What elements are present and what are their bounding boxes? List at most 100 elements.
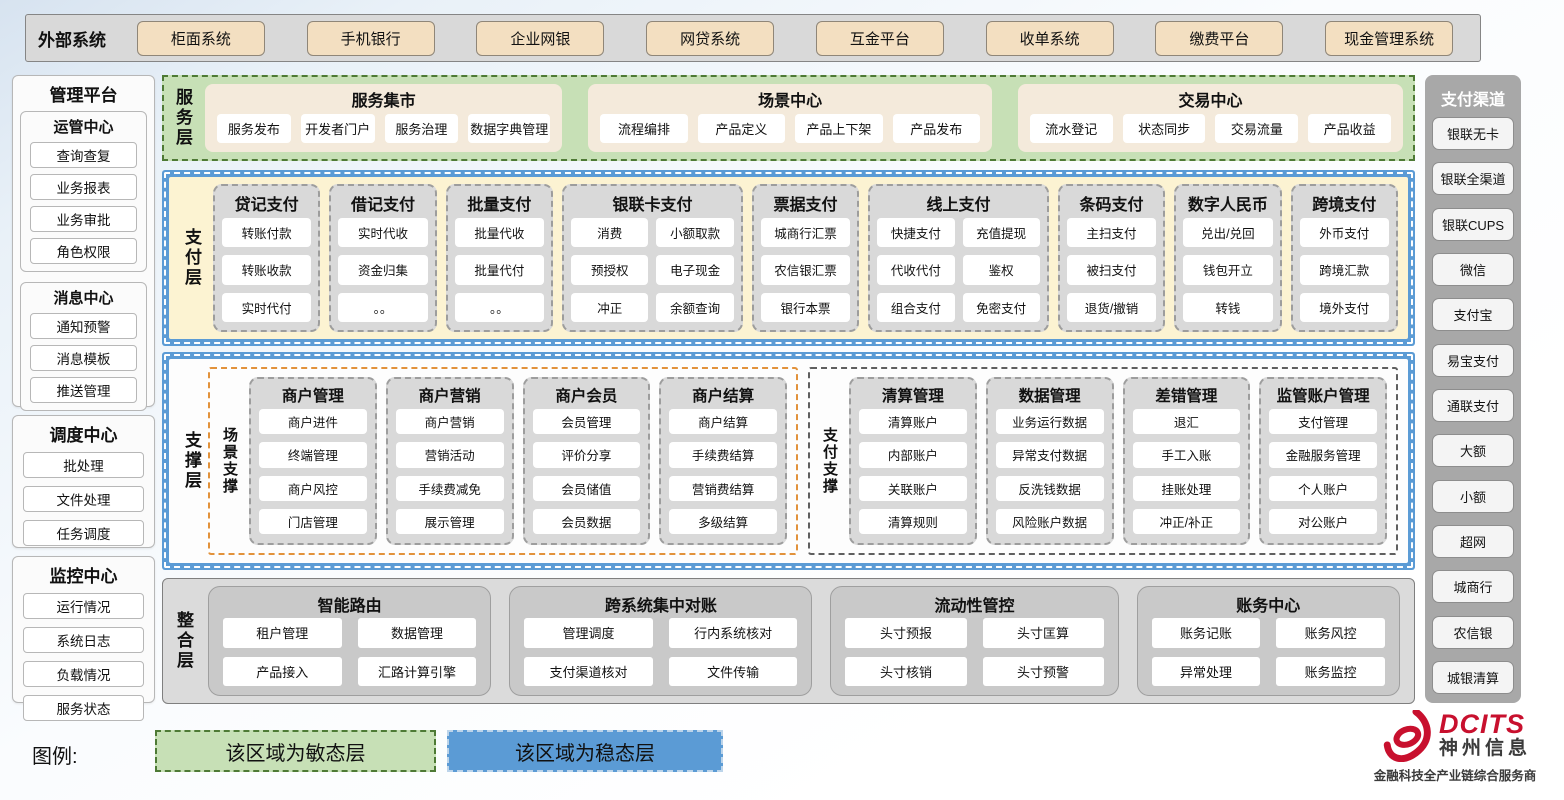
payment-channel-node: 支付宝 bbox=[1432, 298, 1514, 331]
support-item-node: 冲正/补正 bbox=[1133, 509, 1241, 534]
support-item-node: 业务运行数据 bbox=[996, 409, 1104, 434]
service-layer: 服务层 服务集市服务发布开发者门户服务治理数据字典管理场景中心流程编排产品定义产… bbox=[162, 75, 1415, 161]
payment-item-node: 城商行汇票 bbox=[761, 218, 850, 247]
payment-item-node: 转钱 bbox=[1183, 293, 1272, 322]
payment-channel-node: 易宝支付 bbox=[1432, 344, 1514, 377]
support-item-node: 个人账户 bbox=[1269, 476, 1377, 501]
support-item-node: 商户进件 bbox=[259, 409, 367, 434]
support-item-node: 退汇 bbox=[1133, 409, 1241, 434]
legend-agile-layer: 该区域为敏态层 bbox=[155, 730, 436, 772]
support-column: 清算管理清算账户内部账户关联账户清算规则 bbox=[849, 377, 977, 545]
management-item-node: 推送管理 bbox=[30, 377, 137, 403]
payment-channel-node: 小额 bbox=[1432, 480, 1514, 513]
service-panel-title: 交易中心 bbox=[1030, 87, 1391, 111]
payment-column: 批量支付批量代收批量代付。。 bbox=[446, 184, 553, 332]
support-column: 商户管理商户进件终端管理商户风控门店管理 bbox=[249, 377, 377, 545]
payment-item-node: 。。 bbox=[455, 293, 544, 322]
dcits-swirl-icon bbox=[1379, 710, 1435, 762]
external-system-node: 企业网银 bbox=[476, 21, 604, 56]
support-layer-groups: 场景支撑商户管理商户进件终端管理商户风控门店管理商户营销商户营销营销活动手续费减… bbox=[208, 367, 1398, 555]
payment-item-node: 充值提现 bbox=[963, 218, 1040, 247]
payment-column-items: 兑出/兑回钱包开立转钱 bbox=[1183, 218, 1272, 322]
payment-column: 银联卡支付消费小额取款预授权电子现金冲正余额查询 bbox=[562, 184, 743, 332]
integration-group-title: 跨系统集中对账 bbox=[524, 588, 797, 618]
support-item-node: 会员数据 bbox=[533, 509, 641, 534]
payment-column-items: 转账付款转账收款实时代付 bbox=[222, 218, 311, 322]
payment-item-node: 鉴权 bbox=[963, 255, 1040, 284]
support-column-items: 支付管理金融服务管理个人账户对公账户 bbox=[1269, 409, 1377, 534]
payment-column-title: 条码支付 bbox=[1067, 187, 1156, 218]
support-group-label: 场景支撑 bbox=[219, 377, 240, 545]
dcits-logo-texts: DCITS 神州信息 bbox=[1439, 711, 1531, 761]
payment-column: 线上支付快捷支付充值提现代收代付鉴权组合支付免密支付 bbox=[868, 184, 1049, 332]
service-item-node: 流水登记 bbox=[1030, 114, 1113, 143]
support-column-title: 清算管理 bbox=[859, 380, 967, 409]
support-item-node: 手工入账 bbox=[1133, 442, 1241, 467]
support-column-title: 商户结算 bbox=[669, 380, 777, 409]
integration-group: 流动性管控头寸预报头寸匡算头寸核销头寸预警 bbox=[830, 586, 1118, 696]
integration-item-node: 头寸核销 bbox=[845, 657, 966, 687]
payment-item-node: 快捷支付 bbox=[877, 218, 954, 247]
payment-channel-node: 银联全渠道 bbox=[1432, 162, 1514, 195]
dcits-company-name: 神州信息 bbox=[1439, 738, 1531, 761]
support-item-node: 会员储值 bbox=[533, 476, 641, 501]
support-column-items: 商户结算手续费结算营销费结算多级结算 bbox=[669, 409, 777, 534]
external-systems-label: 外部系统 bbox=[38, 26, 106, 51]
payment-column-items: 城商行汇票农信银汇票银行本票 bbox=[761, 218, 850, 322]
payment-item-node: 组合支付 bbox=[877, 293, 954, 322]
service-item-node: 产品发布 bbox=[893, 114, 980, 143]
integration-item-node: 账务风控 bbox=[1276, 618, 1385, 648]
payment-column-title: 贷记支付 bbox=[222, 187, 311, 218]
payment-column-items: 消费小额取款预授权电子现金冲正余额查询 bbox=[571, 218, 734, 322]
support-column: 商户结算商户结算手续费结算营销费结算多级结算 bbox=[659, 377, 787, 545]
payment-column-title: 银联卡支付 bbox=[571, 187, 734, 218]
payment-column-title: 借记支付 bbox=[338, 187, 427, 218]
support-item-node: 清算账户 bbox=[859, 409, 967, 434]
service-panel-title: 服务集市 bbox=[217, 87, 550, 111]
payment-item-node: 转账收款 bbox=[222, 255, 311, 284]
support-group: 场景支撑商户管理商户进件终端管理商户风控门店管理商户营销商户营销营销活动手续费减… bbox=[208, 367, 798, 555]
service-layer-label: 服务层 bbox=[170, 84, 195, 152]
service-panel: 服务集市服务发布开发者门户服务治理数据字典管理 bbox=[205, 84, 562, 152]
payment-item-node: 境外支付 bbox=[1300, 293, 1389, 322]
service-layer-panels: 服务集市服务发布开发者门户服务治理数据字典管理场景中心流程编排产品定义产品上下架… bbox=[205, 84, 1403, 152]
payment-channel-node: 银联CUPS bbox=[1432, 208, 1514, 241]
management-item-node: 业务报表 bbox=[30, 174, 137, 200]
service-item-node: 状态同步 bbox=[1123, 114, 1206, 143]
support-item-node: 金融服务管理 bbox=[1269, 442, 1377, 467]
payment-channel-node: 城商行 bbox=[1432, 570, 1514, 603]
integration-item-node: 管理调度 bbox=[524, 618, 653, 648]
payment-item-node: 跨境汇款 bbox=[1300, 255, 1389, 284]
management-platform-sidebar: 管理平台运管中心查询查复业务报表业务审批角色权限消息中心通知预警消息模板推送管理… bbox=[12, 75, 155, 703]
management-platform-panel: 管理平台运管中心查询查复业务报表业务审批角色权限消息中心通知预警消息模板推送管理 bbox=[12, 75, 155, 407]
management-item-node: 消息模板 bbox=[30, 345, 137, 371]
support-column-title: 商户管理 bbox=[259, 380, 367, 409]
support-item-node: 挂账处理 bbox=[1133, 476, 1241, 501]
management-panel: 监控中心运行情况系统日志负载情况服务状态 bbox=[12, 556, 155, 703]
service-item-node: 产品收益 bbox=[1308, 114, 1391, 143]
management-item-node: 业务审批 bbox=[30, 206, 137, 232]
payment-channels-sidebar: 支付渠道 银联无卡银联全渠道银联CUPS微信支付宝易宝支付通联支付大额小额超网城… bbox=[1425, 75, 1521, 703]
support-column-items: 会员管理评价分享会员储值会员数据 bbox=[533, 409, 641, 534]
integration-item-node: 账务监控 bbox=[1276, 657, 1385, 687]
payment-item-node: 实时代付 bbox=[222, 293, 311, 322]
support-item-node: 评价分享 bbox=[533, 442, 641, 467]
support-layer-inner: 支撑层 场景支撑商户管理商户进件终端管理商户风控门店管理商户营销商户营销营销活动… bbox=[169, 359, 1408, 563]
payment-channel-node: 微信 bbox=[1432, 253, 1514, 286]
integration-group: 智能路由租户管理数据管理产品接入汇路计算引擎 bbox=[208, 586, 491, 696]
payment-column: 跨境支付外币支付跨境汇款境外支付 bbox=[1291, 184, 1398, 332]
service-panel: 场景中心流程编排产品定义产品上下架产品发布 bbox=[588, 84, 992, 152]
dcits-tagline: 金融科技全产业链综合服务商 bbox=[1352, 765, 1558, 784]
payment-column-title: 数字人民币 bbox=[1183, 187, 1272, 218]
support-column-title: 商户会员 bbox=[533, 380, 641, 409]
integration-item-node: 产品接入 bbox=[223, 657, 342, 687]
payment-layer-label: 支付层 bbox=[179, 184, 204, 332]
integration-item-node: 文件传输 bbox=[669, 657, 798, 687]
external-system-node: 网贷系统 bbox=[646, 21, 774, 56]
support-item-node: 终端管理 bbox=[259, 442, 367, 467]
payment-item-node: 被扫支付 bbox=[1067, 255, 1156, 284]
support-column-items: 商户营销营销活动手续费减免展示管理 bbox=[396, 409, 504, 534]
support-item-node: 营销活动 bbox=[396, 442, 504, 467]
service-item-node: 服务治理 bbox=[385, 114, 459, 143]
